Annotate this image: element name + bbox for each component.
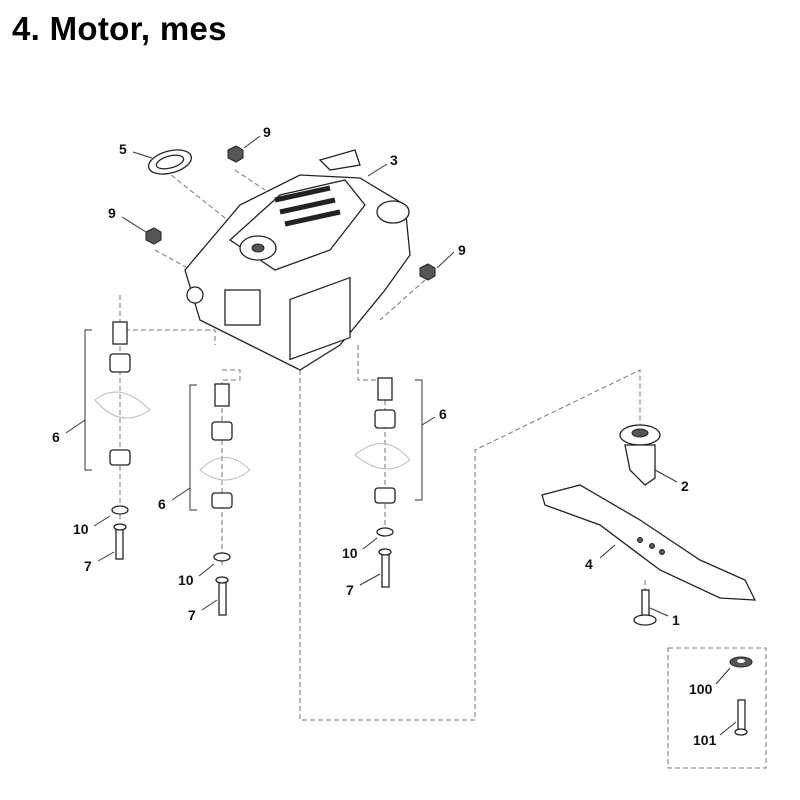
blade-bolt-part-1[interactable] bbox=[633, 589, 657, 626]
callout-10: 10 bbox=[342, 545, 358, 561]
callout-1: 1 bbox=[672, 612, 680, 628]
nut-part-9[interactable] bbox=[145, 227, 162, 245]
callout-6: 6 bbox=[52, 429, 60, 445]
blade-part-4[interactable] bbox=[541, 484, 757, 601]
callout-6: 6 bbox=[439, 406, 447, 422]
mount-stack-b[interactable] bbox=[199, 383, 251, 616]
bolt-part-101[interactable] bbox=[734, 699, 748, 736]
page-title: 4. Motor, mes bbox=[12, 10, 227, 47]
leader-lines bbox=[65, 135, 737, 736]
blade-hub-part-2[interactable] bbox=[619, 424, 661, 486]
callout-10: 10 bbox=[178, 572, 194, 588]
callout-3: 3 bbox=[390, 152, 398, 168]
mount-stack-a[interactable] bbox=[94, 321, 151, 560]
callout-2: 2 bbox=[681, 478, 689, 494]
engine-part-3[interactable] bbox=[184, 149, 411, 371]
nut-part-9[interactable] bbox=[419, 263, 436, 281]
callout-7: 7 bbox=[84, 558, 92, 574]
callout-6: 6 bbox=[158, 496, 166, 512]
mount-stack-c[interactable] bbox=[354, 377, 411, 588]
callout-5: 5 bbox=[119, 141, 127, 157]
callout-9: 9 bbox=[458, 242, 466, 258]
callout-7: 7 bbox=[188, 607, 196, 623]
callout-100: 100 bbox=[689, 681, 713, 697]
gasket-ring-part-5[interactable] bbox=[146, 146, 194, 179]
callout-10: 10 bbox=[73, 521, 89, 537]
washer-part-100[interactable] bbox=[729, 656, 753, 668]
callout-101: 101 bbox=[693, 732, 717, 748]
callout-9: 9 bbox=[108, 205, 116, 221]
callout-7: 7 bbox=[346, 582, 354, 598]
callout-4: 4 bbox=[585, 556, 593, 572]
nut-part-9[interactable] bbox=[227, 145, 244, 163]
callout-9: 9 bbox=[263, 124, 271, 140]
